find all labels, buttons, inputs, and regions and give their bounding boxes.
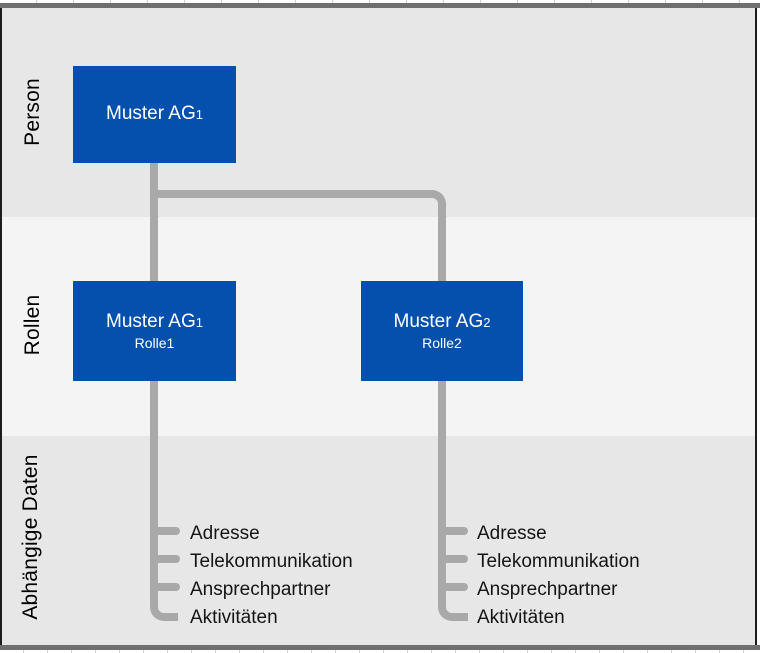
grid-ticks-top (0, 0, 760, 3)
box-title-text: Muster AG (393, 310, 484, 332)
frame-bar-bottom (0, 645, 760, 650)
list-item: Telekommunikation (477, 551, 640, 572)
list-item: Ansprechpartner (190, 579, 331, 600)
list-item: Adresse (477, 523, 547, 544)
list-item: Telekommunikation (190, 551, 353, 572)
connector-stub (444, 583, 468, 591)
connector-branch (154, 190, 446, 360)
connector-stub (444, 527, 468, 535)
person-box-title: Muster AG1 (106, 103, 203, 126)
connector-stub (156, 583, 180, 591)
box-title-subscript: 2 (483, 314, 491, 330)
grid-ticks-bottom (0, 650, 760, 653)
connector-trunk-right (438, 300, 468, 621)
band-abhaengige-daten (2, 436, 755, 645)
box-title-text: Muster AG (106, 310, 196, 332)
role-box-title: Muster AG1 (106, 311, 203, 334)
connector-stub (156, 527, 180, 535)
role-name: Rolle2 (422, 334, 462, 351)
list-item: Ansprechpartner (477, 579, 618, 600)
box-title-text: Muster AG (106, 103, 196, 124)
list-item: Adresse (190, 523, 260, 544)
list-item: Aktivitäten (190, 607, 278, 628)
frame-border-left (0, 8, 2, 645)
connector-trunk-left (150, 163, 178, 621)
role-box-right: Muster AG2 Rolle2 (361, 281, 523, 381)
role-box-left: Muster AG1 Rolle1 (73, 281, 236, 381)
band-label-abhaengige-daten: Abhängige Daten (19, 454, 42, 620)
band-label-person: Person (21, 78, 44, 146)
connector-stub (156, 555, 180, 563)
box-title-subscript: 1 (195, 107, 203, 122)
list-item: Aktivitäten (477, 607, 565, 628)
dependent-data-list-left: Adresse Telekommunikation Ansprechpartne… (190, 520, 353, 632)
person-box: Muster AG1 (73, 66, 236, 163)
box-title-subscript: 1 (195, 314, 203, 330)
frame-border-right (755, 8, 757, 645)
connector-stub (444, 555, 468, 563)
role-name: Rolle1 (134, 334, 175, 351)
frame-bar-top (0, 3, 760, 8)
role-box-title: Muster AG2 (394, 311, 491, 334)
band-label-rollen: Rollen (21, 294, 44, 356)
dependent-data-list-right: Adresse Telekommunikation Ansprechpartne… (477, 520, 640, 632)
